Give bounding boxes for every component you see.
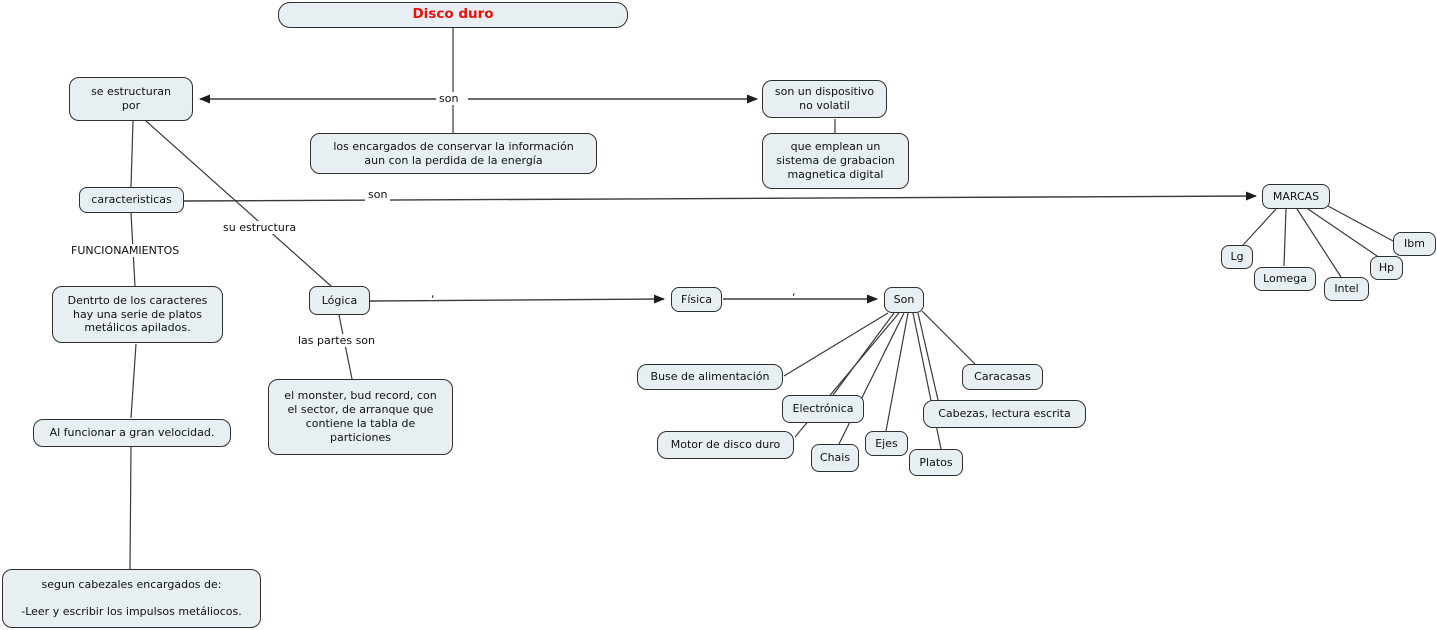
edge-son-to-cabezas (917, 312, 939, 401)
edge-marcas-to-lg (1242, 208, 1277, 246)
link-label-las-partes-son[interactable]: las partes son (295, 334, 379, 348)
edge-son-to-ejes (885, 312, 909, 432)
node-al-funcionar[interactable]: Al funcionar a gran velocidad. (33, 419, 231, 447)
node-caracasas[interactable]: Caracasas (962, 364, 1043, 390)
link-label-su-estructura[interactable]: su estructura (220, 221, 300, 235)
node-que-emplean[interactable]: que emplean un sistema de grabacion magn… (762, 133, 909, 189)
node-dentrto[interactable]: Dentrto de los caracteres hay una serie … (52, 286, 223, 343)
node-caracteristicas[interactable]: caracteristicas (79, 187, 184, 213)
node-ejes[interactable]: Ejes (865, 431, 908, 456)
node-lg[interactable]: Lg (1221, 245, 1253, 269)
edge-son-to-chais (838, 312, 905, 445)
link-label-son-mid[interactable]: son (365, 188, 391, 202)
edge-son-to-caracasas (921, 310, 976, 365)
node-fisica[interactable]: Física (671, 287, 722, 312)
link-label-son-top[interactable]: son (436, 92, 462, 106)
node-marcas[interactable]: MARCAS (1262, 184, 1330, 209)
node-chais[interactable]: Chais (811, 444, 859, 472)
node-se-estructuran-por[interactable]: se estructuran por (69, 77, 193, 121)
edge-son-to-electronica (832, 312, 895, 396)
node-intel[interactable]: Intel (1324, 277, 1369, 301)
node-segun-cabezales[interactable]: segun cabezales encargados de: -Leer y e… (2, 569, 261, 628)
edge-marcas-to-ibm (1327, 205, 1394, 242)
edge-caracteristicas-to-marcas (183, 191, 1257, 202)
node-los-encargados[interactable]: los encargados de conservar la informaci… (310, 133, 597, 174)
edge-marcas-to-lomega (1283, 208, 1287, 267)
link-label-comma-2[interactable]: , (789, 285, 799, 299)
node-platos[interactable]: Platos (909, 449, 963, 476)
edge-marcas-to-hp (1307, 208, 1381, 259)
edge-marcas-to-intel (1296, 208, 1342, 278)
node-son-un-dispositivo[interactable]: son un dispositivo no volatil (762, 80, 887, 118)
node-cabezas-lectura[interactable]: Cabezas, lectura escrita (923, 400, 1086, 428)
edge-alfuncionar-to-segun (129, 446, 132, 570)
edge-dentrto-to-alfuncionar (130, 343, 137, 419)
node-motor-disco-duro[interactable]: Motor de disco duro (657, 431, 794, 459)
link-label-comma-1[interactable]: , (428, 287, 438, 301)
node-son-hub[interactable]: Son (884, 287, 924, 313)
node-ibm[interactable]: Ibm (1393, 232, 1436, 256)
edge-estructuran-to-caracteristicas (130, 120, 134, 188)
node-logica[interactable]: Lógica (309, 286, 370, 315)
link-label-funcionamientos[interactable]: FUNCIONAMIENTOS (68, 244, 183, 258)
node-disco-duro[interactable]: Disco duro (278, 2, 628, 28)
edge-estructuran-to-logica (145, 120, 332, 287)
edge-son-to-buse (783, 312, 889, 377)
edge-son-to-platos (912, 312, 942, 450)
node-buse-alimentacion[interactable]: Buse de alimentación (637, 364, 783, 390)
edge-logica-to-fisica (369, 294, 665, 304)
node-el-monster[interactable]: el monster, bud record, con el sector, d… (268, 379, 453, 455)
node-lomega[interactable]: Lomega (1254, 267, 1316, 291)
node-hp[interactable]: Hp (1370, 256, 1403, 280)
node-electronica[interactable]: Electrónica (782, 395, 864, 423)
